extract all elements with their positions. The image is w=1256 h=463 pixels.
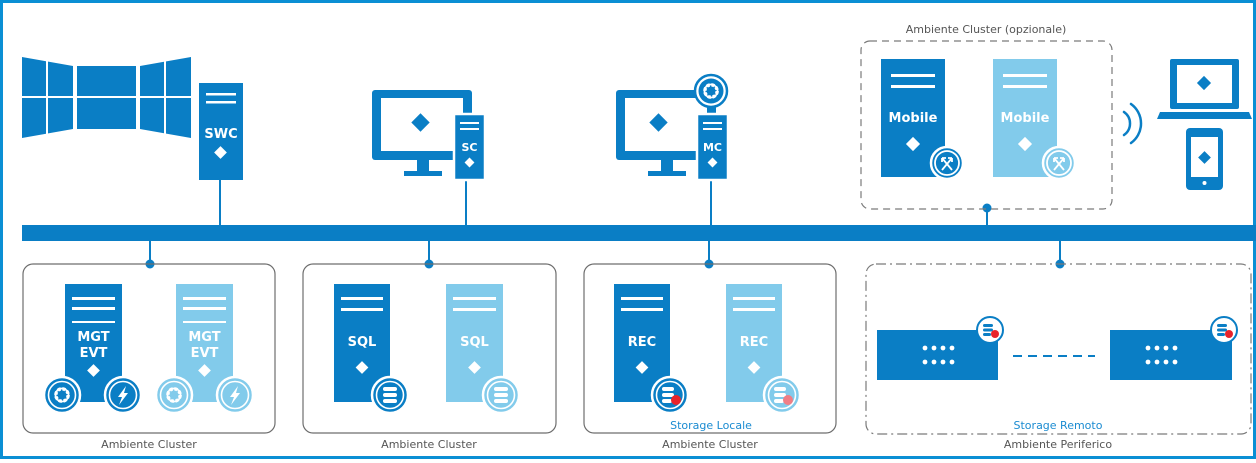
storage-record-icon: [762, 375, 802, 415]
cluster-box-rec: [583, 263, 837, 434]
rec-label-1: REC: [628, 335, 656, 350]
evt-label-2: EVT: [191, 346, 219, 361]
rec-label-2: REC: [740, 335, 768, 350]
remote-storage-device-2: [1110, 330, 1232, 380]
smartphone-icon: [1186, 128, 1223, 190]
gear-icon: [693, 73, 729, 109]
mobile-server-1: Mobile: [881, 59, 945, 177]
bus-connectors-top: [219, 180, 988, 226]
mobile-label-1: Mobile: [889, 111, 938, 126]
lightning-icon: [103, 375, 143, 415]
sql-label-1: SQL: [348, 335, 377, 350]
storage-record-icon: [650, 375, 690, 415]
video-wall-icon: [22, 57, 191, 138]
mobile-cluster-caption: Ambiente Cluster (opzionale): [906, 23, 1067, 36]
gear-icon: [154, 375, 194, 415]
swc-server: SWC: [199, 83, 243, 180]
gear-icon: [42, 375, 82, 415]
swc-label: SWC: [204, 127, 237, 142]
cluster-caption-sql: Ambiente Cluster: [381, 438, 477, 451]
evt-label-1: EVT: [80, 346, 108, 361]
sc-server: SC: [452, 112, 487, 182]
mc-server: MC: [695, 112, 730, 182]
storage-locale-label: Storage Locale: [670, 419, 752, 432]
cluster-caption-mgt: Ambiente Cluster: [101, 438, 197, 451]
sc-label: SC: [462, 141, 478, 154]
storage-remoto-label: Storage Remoto: [1014, 419, 1103, 432]
mobile-label-2: Mobile: [1001, 111, 1050, 126]
database-icon: [481, 375, 521, 415]
laptop-icon: [1157, 59, 1252, 119]
cluster-caption-rec: Ambiente Cluster: [662, 438, 758, 451]
sql-server-1: SQL: [334, 284, 390, 402]
storage-record-icon: [1210, 316, 1238, 344]
wireless-signal-icon: [1122, 102, 1143, 145]
sql-label-2: SQL: [460, 335, 489, 350]
storage-record-icon: [976, 316, 1004, 344]
monitor-icon: [616, 90, 716, 176]
mobile-cluster-box: [860, 40, 1113, 210]
connector-node: [982, 203, 992, 213]
monitor-icon: [372, 90, 472, 176]
sync-arrows-icon: [929, 145, 965, 181]
database-icon: [370, 375, 410, 415]
peripheral-caption: Ambiente Periferico: [1004, 438, 1112, 451]
mgt-label-1: MGT: [77, 330, 109, 345]
sync-arrows-icon: [1041, 145, 1077, 181]
cluster-box-sql: [302, 263, 557, 434]
mgt-label-2: MGT: [188, 330, 220, 345]
mc-label: MC: [703, 141, 722, 154]
network-bus: [22, 225, 1256, 241]
bus-connectors-bottom: [149, 240, 1061, 264]
peripheral-box: [865, 263, 1252, 435]
lightning-icon: [215, 375, 255, 415]
remote-storage-device-1: [877, 330, 998, 380]
cluster-box-mgt: [22, 263, 276, 434]
